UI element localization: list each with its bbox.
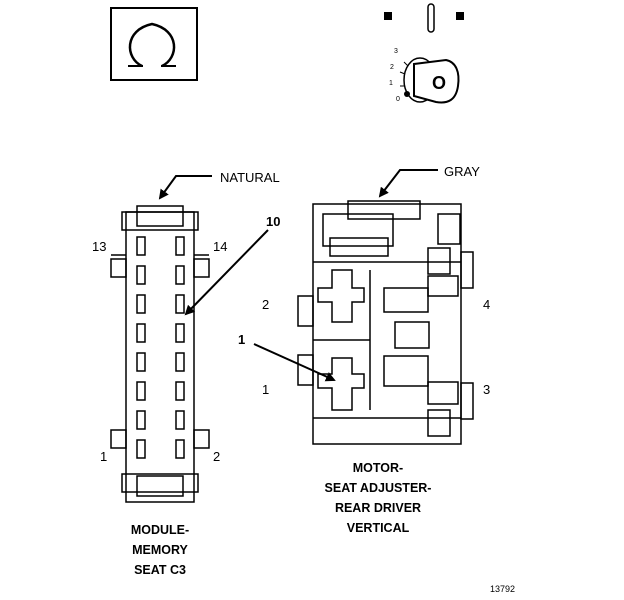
module-pin-1-label: 1 [100, 449, 108, 464]
ignition-key-icon [384, 3, 464, 104]
key-position-0: 0 [396, 96, 400, 103]
motor-caption: MOTOR- SEAT ADJUSTER- REAR DRIVER VERTIC… [300, 458, 456, 538]
pin-cavity [175, 439, 185, 459]
pin-cavity [175, 381, 185, 401]
module-caption-line-3: SEAT C3 [134, 563, 186, 577]
natural-callout-label: NATURAL [220, 170, 280, 185]
pin-cavity [175, 236, 185, 256]
module-caption: MODULE- MEMORY SEAT C3 [100, 520, 220, 580]
motor-pin-4-label: 4 [483, 297, 491, 312]
module-pin-14-label: 14 [213, 239, 228, 254]
key-position-2: 2 [390, 64, 394, 71]
module-connector-body [110, 205, 210, 503]
module-pin-cavities [136, 236, 185, 459]
callout-1-label: 1 [238, 332, 246, 347]
motor-caption-line-2: SEAT ADJUSTER- [324, 481, 432, 495]
motor-pin-1-label: 1 [262, 382, 270, 397]
module-pin-13-label: 13 [92, 239, 107, 254]
pin-cavity [175, 323, 185, 343]
callout-10-label: 10 [266, 214, 281, 229]
gray-callout-label: GRAY [444, 164, 480, 179]
pin-cavity [136, 294, 146, 314]
motor-caption-line-1: MOTOR- [352, 461, 404, 475]
motor-pin-2-label: 2 [262, 297, 270, 312]
pin-cavity [136, 381, 146, 401]
pin-cavity [136, 265, 146, 285]
omega-symbol-icon [110, 7, 198, 81]
figure-number: 13792 [490, 584, 516, 594]
pin-cavity [175, 352, 185, 372]
key-position-1: 1 [389, 80, 393, 87]
pin-cavity [136, 410, 146, 430]
callout-arrows [158, 169, 438, 382]
pin-cavity [136, 439, 146, 459]
key-position-3: 3 [394, 48, 398, 55]
pin-cavity [136, 323, 146, 343]
pin-cavity [175, 410, 185, 430]
pin-cavity [175, 265, 185, 285]
motor-caption-line-3: REAR DRIVER [334, 501, 422, 515]
motor-pin-3-label: 3 [483, 382, 491, 397]
module-caption-line-2: MEMORY [132, 543, 188, 557]
pin-cavity [136, 236, 146, 256]
motor-caption-line-4: VERTICAL [346, 521, 410, 535]
pin-cavity [175, 294, 185, 314]
module-pin-2-label: 2 [213, 449, 221, 464]
pin-cavity [136, 352, 146, 372]
motor-connector-body [297, 200, 474, 445]
module-caption-line-1: MODULE- [130, 523, 190, 537]
key-label: O [432, 73, 447, 93]
